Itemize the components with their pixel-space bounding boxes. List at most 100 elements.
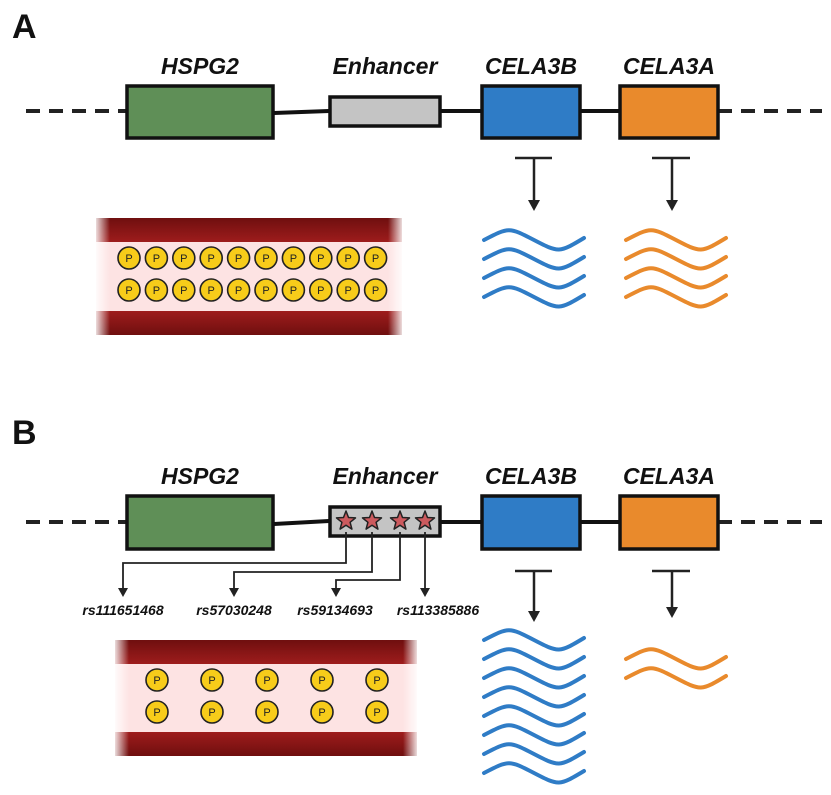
svg-text:P: P <box>208 707 215 719</box>
protein-particle: P <box>336 246 361 270</box>
protein-particle: P <box>365 700 389 724</box>
hspg2-gene-box <box>125 84 275 140</box>
vessel-wall-top <box>96 218 402 242</box>
cela3a-mrna-waves <box>624 647 728 690</box>
hspg2-label: HSPG2 <box>161 53 239 79</box>
hspg2-label: HSPG2 <box>161 463 239 489</box>
mrna-wave <box>482 647 586 671</box>
protein-particle: P <box>145 700 169 724</box>
protein-particle: P <box>117 246 141 270</box>
cela3a-transcription-arrow <box>652 569 690 618</box>
svg-text:P: P <box>263 707 270 719</box>
cela3b-transcription-arrow <box>515 569 552 622</box>
snp-star-icon <box>335 510 357 530</box>
protein-particle: P <box>308 246 333 270</box>
protein-particle: P <box>172 278 196 302</box>
cela3a-label: CELA3A <box>623 463 715 489</box>
panel-b-letter: B <box>12 414 37 452</box>
protein-particle: P <box>310 668 334 692</box>
cela3b-label: CELA3B <box>485 463 577 489</box>
cela3b-mrna-waves <box>482 228 586 309</box>
protein-particle: P <box>144 278 169 302</box>
cela3b-transcription-arrow <box>515 156 552 211</box>
hspg2-gene-box <box>125 494 275 551</box>
chromosome-line <box>26 519 822 526</box>
mrna-wave <box>482 628 586 652</box>
enhancer-label: Enhancer <box>333 463 439 489</box>
cela3b-gene-box <box>480 84 582 140</box>
protein-particle: P <box>199 246 223 270</box>
snp-label: rs57030248 <box>196 602 272 618</box>
mrna-wave <box>482 247 586 271</box>
svg-text:P: P <box>345 253 352 265</box>
svg-text:P: P <box>235 253 242 265</box>
vessel-wall-bottom <box>115 732 417 756</box>
svg-text:P: P <box>373 675 380 687</box>
snp-connector-lines <box>118 532 430 597</box>
mrna-wave <box>482 266 586 290</box>
snp-label: rs111651468 <box>82 602 163 618</box>
svg-text:P: P <box>153 285 160 297</box>
svg-text:P: P <box>208 285 215 297</box>
cela3a-transcription-arrow <box>652 156 690 211</box>
protein-particle: P <box>365 668 389 692</box>
protein-particle: P <box>281 278 306 302</box>
svg-text:P: P <box>153 707 160 719</box>
svg-text:P: P <box>318 707 325 719</box>
protein-particle: P <box>254 246 278 270</box>
mrna-wave <box>482 723 586 747</box>
vessel-wall-bottom <box>96 311 402 335</box>
protein-particle: P <box>117 278 141 302</box>
cela3a-gene-box <box>618 494 720 551</box>
cela3a-mrna-waves <box>624 228 728 309</box>
enhancer-box <box>328 95 442 128</box>
chromosome-line <box>26 109 822 115</box>
protein-particle: P <box>199 278 223 302</box>
snp-star-icon <box>414 510 436 530</box>
snp-star-icon <box>389 510 411 530</box>
svg-text:P: P <box>372 253 379 265</box>
svg-text:P: P <box>125 253 132 265</box>
mrna-wave <box>482 685 586 709</box>
mrna-wave <box>482 285 586 309</box>
svg-text:P: P <box>290 285 297 297</box>
blood-vessel: P P P P P P P P P P <box>115 640 417 756</box>
cela3a-gene-box <box>618 84 720 140</box>
mrna-wave <box>624 285 728 309</box>
protein-particle: P <box>226 246 251 270</box>
svg-text:P: P <box>290 253 297 265</box>
snp-label: rs113385886 <box>397 602 479 618</box>
cela3a-label: CELA3A <box>623 53 715 79</box>
mrna-wave <box>482 666 586 690</box>
svg-text:P: P <box>180 253 187 265</box>
protein-particle: P <box>145 668 169 692</box>
svg-text:P: P <box>235 285 242 297</box>
svg-text:P: P <box>373 707 380 719</box>
protein-particle: P <box>363 246 388 270</box>
cela3b-mrna-waves <box>482 628 586 785</box>
mrna-wave <box>624 647 728 671</box>
svg-text:P: P <box>153 675 160 687</box>
protein-particle: P <box>200 668 224 692</box>
svg-text:P: P <box>153 253 160 265</box>
mrna-wave <box>482 742 586 766</box>
svg-text:P: P <box>317 285 324 297</box>
protein-particle: P <box>255 700 279 724</box>
mrna-wave <box>624 247 728 271</box>
protein-particle: P <box>200 700 224 724</box>
cela3b-gene-box <box>480 494 582 551</box>
snp-star-icon <box>361 510 383 530</box>
enhancer-label: Enhancer <box>333 53 439 79</box>
panel-a-letter: A <box>12 8 37 46</box>
snp-label: rs59134693 <box>297 602 373 618</box>
svg-text:P: P <box>180 285 187 297</box>
svg-text:P: P <box>345 285 352 297</box>
svg-text:P: P <box>208 253 215 265</box>
cela3b-label: CELA3B <box>485 53 577 79</box>
svg-text:P: P <box>262 285 269 297</box>
svg-text:P: P <box>263 675 270 687</box>
svg-text:P: P <box>372 285 379 297</box>
protein-particle: P <box>363 278 388 302</box>
